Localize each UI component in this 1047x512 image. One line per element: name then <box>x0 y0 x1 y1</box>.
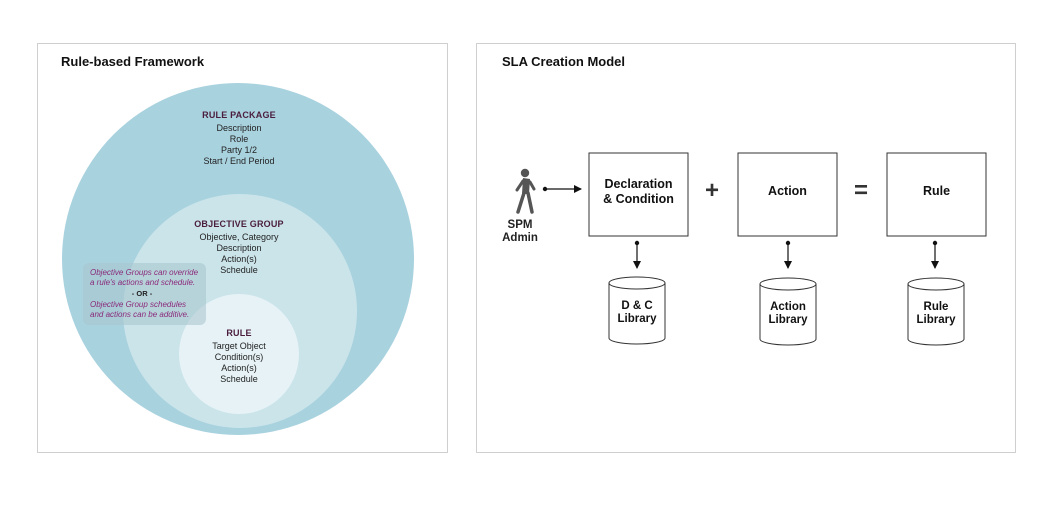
objective-group-item: Objective, Category <box>199 232 279 242</box>
walking-person-icon <box>515 168 536 214</box>
rule-library-cylinder-icon <box>907 277 965 346</box>
rule-item: Condition(s) <box>215 352 264 362</box>
rule-based-framework-panel: Rule-based Framework RULE PACKAGE Descri… <box>37 43 448 453</box>
action-library-label: Library <box>769 314 809 326</box>
override-note-box <box>83 263 206 325</box>
sla-model-diagram: SPM Admin Declaration & Condition + Acti… <box>502 152 987 346</box>
rule-library-label: Rule <box>924 301 949 313</box>
action-library-cylinder-icon <box>759 277 817 346</box>
plus-operator: + <box>705 177 719 204</box>
rule-package-item: Start / End Period <box>203 156 274 166</box>
panel-title: Rule-based Framework <box>61 54 205 69</box>
dc-library-label: Library <box>618 313 658 325</box>
objective-group-item: Action(s) <box>221 254 257 264</box>
panel-title: SLA Creation Model <box>502 54 626 69</box>
note-or: - OR - <box>132 289 153 298</box>
dc-library-cylinder-icon <box>608 276 666 345</box>
note-line: a rule's actions and schedule. <box>90 278 195 287</box>
rule-framework-diagram: RULE PACKAGE Description Role Party 1/2 … <box>62 83 414 435</box>
note-line: Objective Groups can override <box>90 268 199 277</box>
declaration-condition-box <box>588 152 689 237</box>
note-line: and actions can be additive. <box>90 310 189 319</box>
rule-box <box>886 152 987 237</box>
rule-library-label: Library <box>917 314 957 326</box>
rule-package-heading: RULE PACKAGE <box>202 110 276 120</box>
declaration-label: & Condition <box>603 192 674 206</box>
objective-group-item: Schedule <box>220 265 258 275</box>
admin-label: Admin <box>502 232 538 244</box>
declaration-label: Declaration <box>604 177 672 191</box>
admin-label: SPM <box>508 219 533 231</box>
rule-item: Target Object <box>212 341 266 351</box>
objective-group-heading: OBJECTIVE GROUP <box>194 219 284 229</box>
rule-heading: RULE <box>226 328 251 338</box>
note-line: Objective Group schedules <box>90 300 186 309</box>
sla-creation-model-panel: SLA Creation Model SPM Admin Declaration… <box>476 43 1016 453</box>
objective-group-item: Description <box>216 243 261 253</box>
rule-item: Action(s) <box>221 363 257 373</box>
equals-operator: = <box>854 177 868 204</box>
action-label: Action <box>768 184 807 198</box>
rule-package-item: Description <box>216 123 261 133</box>
rule-package-item: Party 1/2 <box>221 145 257 155</box>
rule-package-item: Role <box>230 134 249 144</box>
rule-circle <box>179 294 299 414</box>
action-box <box>737 152 838 237</box>
rule-item: Schedule <box>220 374 258 384</box>
rule-label: Rule <box>923 184 950 198</box>
action-library-label: Action <box>770 301 806 313</box>
dc-library-label: D & C <box>621 300 652 312</box>
